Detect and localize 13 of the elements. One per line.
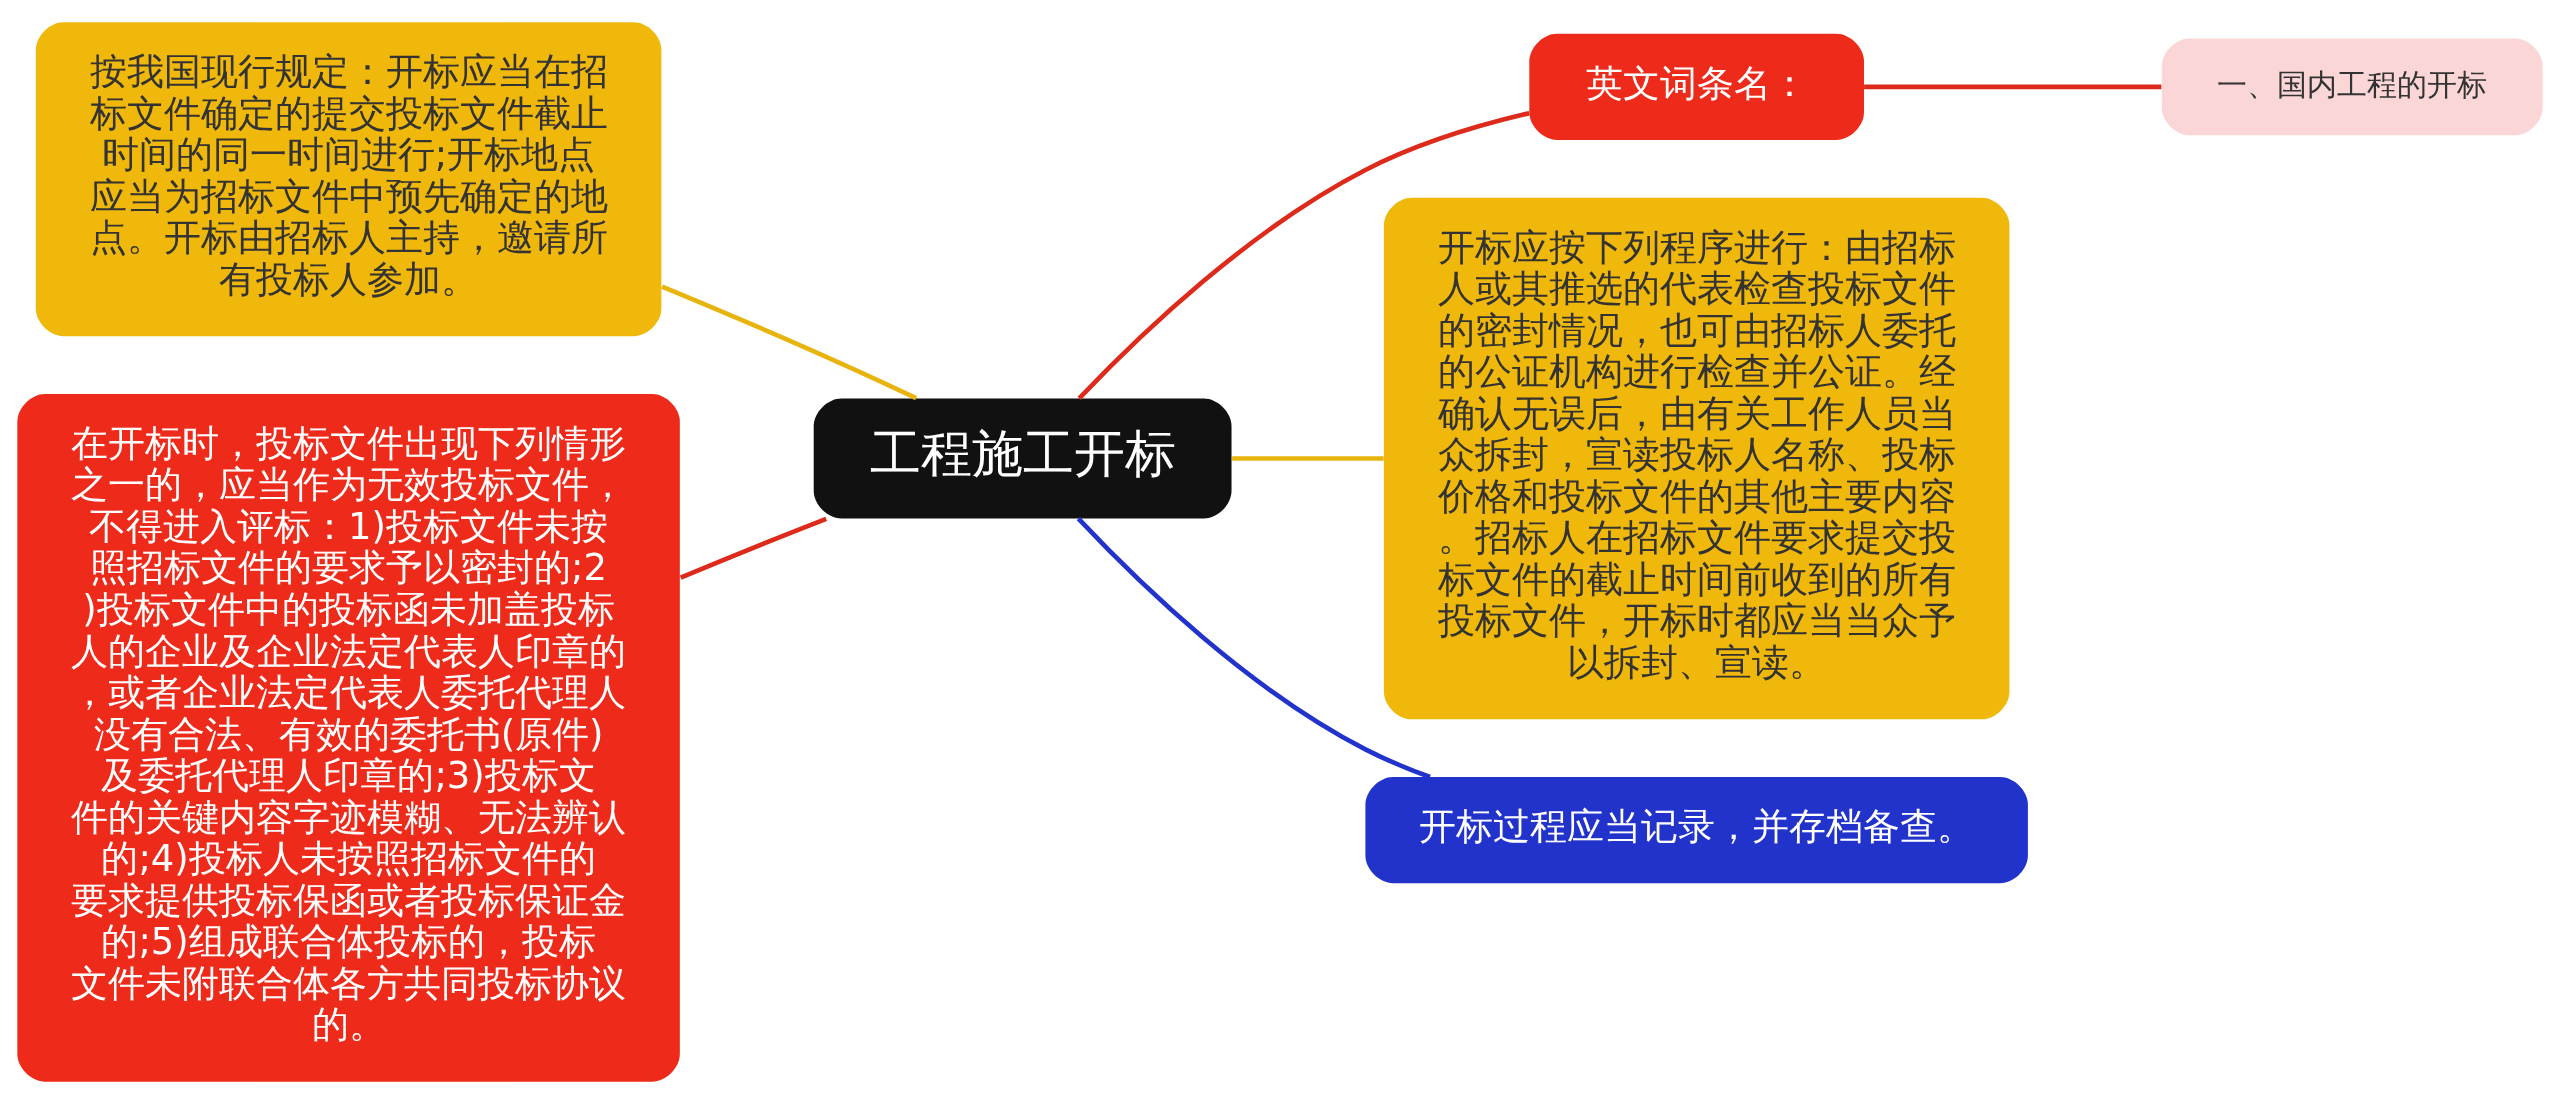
connector bbox=[661, 284, 918, 401]
node-box: 英文词条名： bbox=[1529, 33, 1864, 140]
connector bbox=[679, 516, 828, 580]
connector bbox=[1232, 456, 1384, 461]
node-box: 在开标时，投标文件出现下列情形之一的，应当作为无效投标文件，不得进入评标：1)投标文件未按照招标文件的要求予以密封的;2)投标文件中的投标函未加盖投标人的企业及企业法定代表人印章的，或者企业法定代表人委托代理人没有合法、有效的委托书(原件)及委托代理人印章的;3)投标文件的关键内容字迹模糊、无法辨认的;4)投标人未按照招标文件的要求提供投标保函或者投标保证金的;5)组成联合体投标的，投标文件未附联合体各方共同投标协议的。 bbox=[17, 393, 680, 1082]
node-box: 一、国内工程的开标 bbox=[2161, 38, 2543, 136]
node-box: 按我国现行规定：开标应当在招标文件确定的提交投标文件截止时间的同一时间进行;开标地点应当为招标文件中预先确定的地点。开标由招标人主持，邀请所有投标人参加。 bbox=[35, 22, 662, 337]
connector bbox=[1864, 84, 2162, 90]
node-box: 工程施工开标 bbox=[813, 398, 1232, 519]
connector bbox=[1076, 517, 1431, 780]
node-box: 开标应按下列程序进行：由招标人或其推选的代表检查投标文件的密封情况，也可由招标人委托的公证机构进行检查并公证。经确认无误后，由有关工作人员当众拆封，宣读投标人名称、投标价格和投标文件的其他主要内容。招标人在招标文件要求提交投标文件的截止时间前收到的所有投标文件，开标时都应当当众予以拆封、宣读。 bbox=[1383, 197, 2010, 720]
node-box: 开标过程应当记录，并存档备查。 bbox=[1365, 777, 2028, 884]
connector bbox=[1077, 110, 1530, 401]
